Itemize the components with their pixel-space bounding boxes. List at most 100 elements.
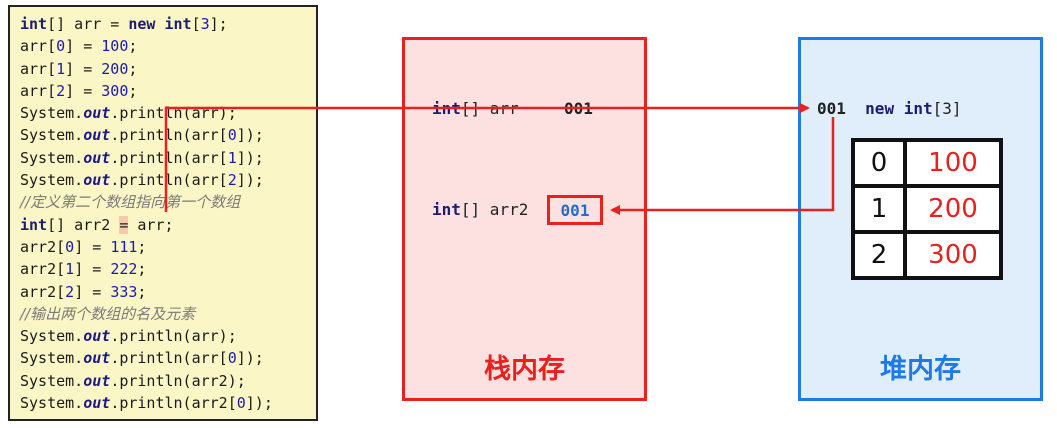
code-text: ; [137, 237, 147, 256]
field: out [83, 327, 111, 346]
keyword: int [164, 15, 192, 33]
number: 1 [227, 148, 237, 167]
stack-var-arr2-address: 001 [560, 200, 590, 220]
array-index: 2 [851, 230, 907, 280]
number: 2 [65, 282, 75, 301]
code-text: ] = [74, 260, 111, 279]
code-text: [ [191, 15, 201, 33]
code-line-3: arr[1] = 200; [20, 58, 316, 80]
array-row: 0 100 [851, 138, 1003, 188]
code-text: ]); [236, 126, 264, 145]
keyword: new [128, 15, 156, 33]
code-text: ]); [236, 171, 264, 190]
code-panel: int[] arr = new int[3]; arr[0] = 100; ar… [8, 5, 318, 421]
code-text: System. [20, 394, 84, 413]
field: out [83, 349, 111, 368]
field: out [83, 126, 111, 145]
code-text: .println(arr2); [110, 371, 246, 390]
field: out [83, 104, 111, 123]
code-text: ]); [245, 394, 273, 413]
keyword: new [865, 99, 895, 118]
code-line-10: int[] arr2 = arr; [20, 214, 316, 236]
number: 200 [101, 59, 129, 78]
code-line-13: arr2[2] = 333; [20, 281, 316, 303]
array-value: 200 [903, 184, 1003, 234]
code-line-4: arr[2] = 300; [20, 80, 316, 102]
code-line-2: arr[0] = 100; [20, 35, 316, 57]
code-text: arr2[ [20, 237, 66, 256]
code-text: arr[ [20, 81, 57, 100]
stack-var-arr2: int[] arr2 [432, 200, 528, 219]
stack-var-arr2-address-box: 001 [547, 195, 603, 225]
code-text: ]); [236, 349, 264, 368]
keyword: int [20, 215, 48, 234]
stack-memory-title: 栈内存 [484, 354, 565, 385]
number: 0 [227, 126, 237, 145]
heap-array-table: 0 100 1 200 2 300 [851, 138, 1003, 280]
code-line-16: System.out.println(arr[0]); [20, 347, 316, 369]
code-text: ] = [65, 37, 102, 56]
array-index: 1 [851, 184, 907, 234]
code-text: .println(arr2[ [110, 394, 237, 413]
array-value: 300 [903, 230, 1003, 280]
code-text: System. [20, 104, 84, 123]
field: out [83, 171, 111, 190]
code-line-9: //定义第二个数组指向第一个数组 [20, 191, 316, 213]
number: 222 [110, 260, 138, 279]
code-line-1: int[] arr = new int[3]; [20, 13, 316, 35]
stack-var-arr: int[] arr [432, 99, 519, 118]
code-text: ; [137, 282, 147, 301]
field: out [83, 371, 111, 390]
array-index: 0 [851, 138, 907, 188]
number: 0 [236, 394, 246, 413]
code-text: ; [128, 59, 138, 78]
comment: //输出两个数组的名及元素 [20, 304, 196, 323]
code-text: [] arr2 [47, 215, 120, 234]
keyword: int [903, 99, 933, 118]
code-text: ] = [65, 59, 102, 78]
arrow-heap-to-arr2 [610, 117, 835, 215]
code-line-6: System.out.println(arr[0]); [20, 124, 316, 146]
code-text: System. [20, 148, 84, 167]
code-text: System. [20, 349, 84, 368]
code-text: System. [20, 171, 84, 190]
array-row: 1 200 [851, 184, 1003, 234]
code-text: [] arr = [47, 15, 129, 33]
number: 2 [227, 171, 237, 190]
code-line-11: arr2[0] = 111; [20, 236, 316, 258]
number: 100 [101, 37, 129, 56]
code-text: .println(arr[ [110, 349, 228, 368]
arrow-arr-to-heap [164, 103, 810, 212]
code-text: ] = [65, 81, 102, 100]
code-text: .println(arr[ [110, 171, 228, 190]
keyword: int [20, 15, 48, 33]
array-size: [3] [932, 99, 962, 118]
number: 111 [110, 237, 138, 256]
code-text: ] = [74, 282, 111, 301]
code-line-15: System.out.println(arr); [20, 325, 316, 347]
code-text: .println(arr[ [110, 126, 228, 145]
number: 0 [65, 237, 75, 256]
code-line-17: System.out.println(arr2); [20, 370, 316, 392]
number: 333 [110, 282, 138, 301]
var-name: [] arr2 [460, 200, 529, 219]
code-text: ]); [236, 148, 264, 167]
code-text: arr[ [20, 59, 57, 78]
number: 1 [56, 59, 66, 78]
code-text: arr[ [20, 37, 57, 56]
heap-address: 001 [817, 99, 846, 118]
code-text: ] = [74, 237, 111, 256]
code-text: arr2[ [20, 260, 66, 279]
code-text: ; [128, 81, 138, 100]
code-line-12: arr2[1] = 222; [20, 258, 316, 280]
field: out [83, 394, 111, 413]
code-line-8: System.out.println(arr[2]); [20, 169, 316, 191]
number: 300 [101, 81, 129, 100]
code-text: ; [137, 260, 147, 279]
code-text: System. [20, 327, 84, 346]
code-text: ; [128, 37, 138, 56]
keyword: int [432, 200, 461, 219]
number: 2 [56, 81, 66, 100]
code-text: arr; [128, 215, 174, 234]
